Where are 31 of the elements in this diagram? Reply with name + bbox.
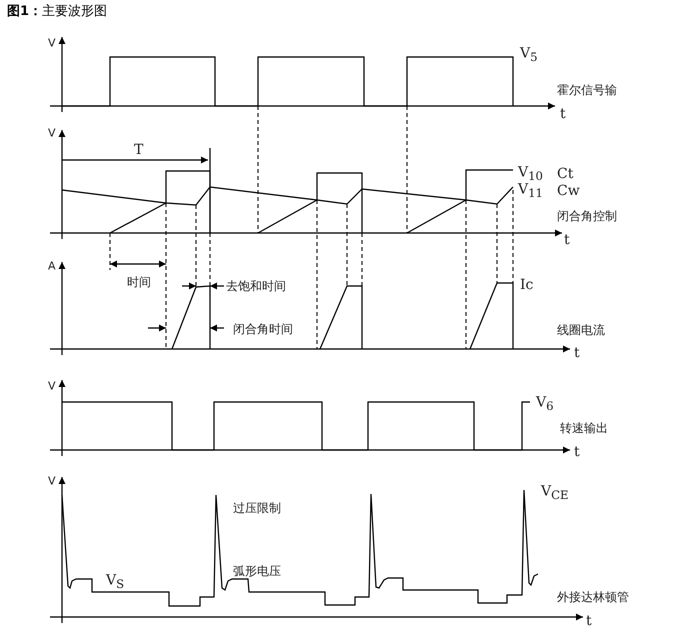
axis-label: A <box>48 260 56 272</box>
waveform-caption: 线圈电流 <box>557 324 605 336</box>
axis-label: t <box>574 445 580 459</box>
waveform-caption: 霍尔信号输 <box>557 84 617 96</box>
waveform-caption: 闭合角控制 <box>557 210 617 222</box>
axis-label: t <box>586 614 592 628</box>
period-label: T <box>134 143 144 157</box>
signal-label: V$_{S}$ <box>106 573 124 591</box>
axis-label: V <box>48 38 56 48</box>
axis-label: t <box>574 346 580 360</box>
signal-label: V$_{CE}$ <box>541 484 569 502</box>
waveform-caption: 外接达林顿管 <box>557 591 629 603</box>
figure-title: 图1：主要波形图 <box>7 3 108 20</box>
signal-label: Ic <box>520 278 534 292</box>
signal-label: V$_{6}$ <box>536 395 554 413</box>
axis-label: V <box>48 476 56 486</box>
signal-label: V$_{10}$ <box>518 165 543 183</box>
axis-label: t <box>564 233 570 247</box>
dimension-label: 闭合角时间 <box>233 323 293 335</box>
signal-label: Cw <box>557 184 580 198</box>
axis-label: V <box>48 380 56 392</box>
annotation-text: 弧形电压 <box>233 565 281 577</box>
axis-label: V <box>48 128 56 138</box>
signal-label: V$_{5}$ <box>520 46 538 64</box>
dimension-label: 去饱和时间 <box>226 280 286 292</box>
waveform-caption: 转速输出 <box>560 422 608 434</box>
axis-label: t <box>560 107 566 121</box>
dimension-label: 时间 <box>127 276 151 288</box>
signal-label: Ct <box>557 167 574 181</box>
annotation-text: 过压限制 <box>233 502 281 514</box>
signal-label: V$_{11}$ <box>518 182 543 200</box>
